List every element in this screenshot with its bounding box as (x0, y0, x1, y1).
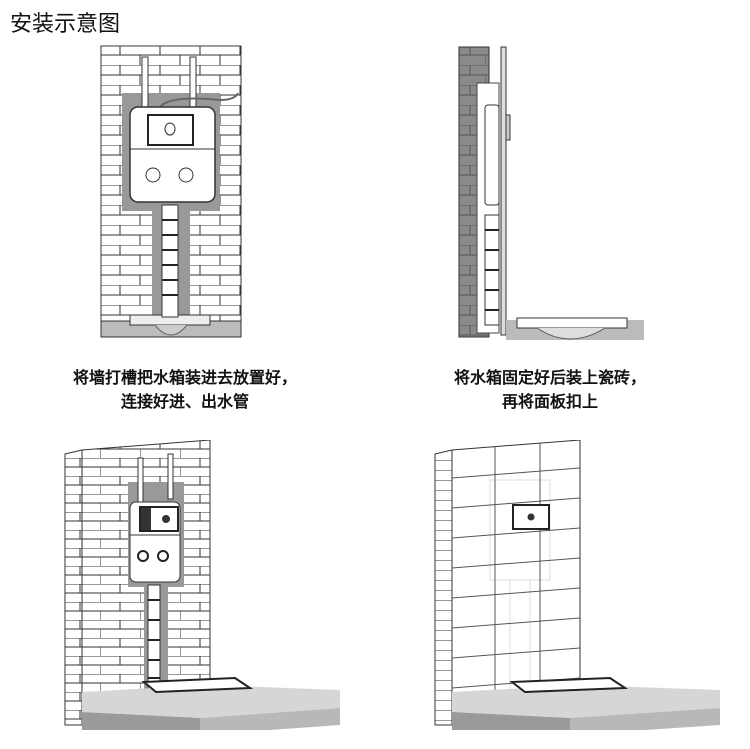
step-2-caption-line2: 再将面板扣上 (501, 392, 598, 411)
step-1-caption: 将墙打槽把水箱装进去放置好， 连接好进、出水管 (40, 366, 330, 414)
perspective-tiled-diagram (434, 440, 720, 730)
step-2-caption-line1: 将水箱固定好后装上瓷砖， (453, 368, 646, 387)
step-4-illustration (430, 440, 730, 730)
front-view-diagram (100, 45, 242, 338)
step-1-caption-line1: 将墙打槽把水箱装进去放置好， (72, 368, 297, 387)
step-1-caption-line2: 连接好进、出水管 (120, 392, 249, 411)
side-section-diagram (458, 46, 644, 340)
page-title: 安装示意图 (10, 12, 121, 37)
step-1-illustration (100, 45, 245, 345)
perspective-installed-diagram (64, 440, 340, 730)
step-3-illustration (60, 440, 350, 730)
step-2-illustration (455, 45, 645, 345)
step-2-caption: 将水箱固定好后装上瓷砖， 再将面板扣上 (400, 366, 700, 414)
